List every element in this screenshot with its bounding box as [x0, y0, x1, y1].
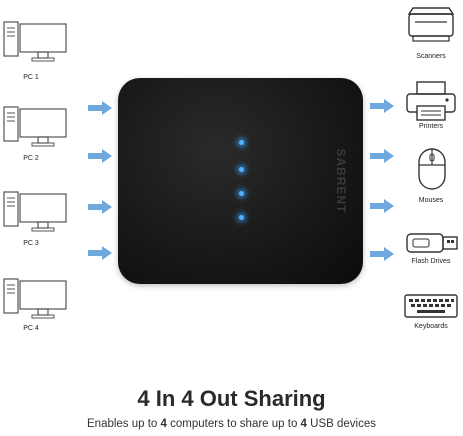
- tagline: Enables up to 4 computers to share up to…: [0, 418, 463, 430]
- output-arrow-icon: [370, 199, 394, 213]
- printer-icon: [406, 81, 456, 121]
- brand-logo: SABRENT: [334, 148, 348, 214]
- device-label: Flash Drives: [411, 258, 451, 265]
- status-led: [239, 167, 244, 172]
- pc-label: PC 3: [23, 240, 39, 247]
- tagline-number: 4: [300, 418, 307, 430]
- pc-label: PC 2: [23, 155, 39, 162]
- headline: 4 In 4 Out Sharing: [137, 386, 326, 411]
- device-label: Keyboards: [414, 323, 448, 330]
- status-led: [239, 215, 244, 220]
- device-label: Scanners: [416, 53, 446, 60]
- input-arrow-icon: [88, 101, 112, 115]
- pc-icon: [3, 21, 67, 62]
- pc-label: PC 4: [23, 325, 39, 332]
- status-led: [239, 191, 244, 196]
- output-arrow-icon: [370, 247, 394, 261]
- input-arrow-icon: [88, 246, 112, 260]
- keyboard-icon: [404, 294, 458, 318]
- tagline-text: Enables up to: [87, 418, 161, 430]
- device-label: Mouses: [418, 197, 444, 204]
- usb-switch-hub: SABRENT: [118, 78, 363, 284]
- pc-label: PC 1: [23, 74, 39, 81]
- device-label: Printers: [418, 123, 444, 130]
- input-arrow-icon: [88, 200, 112, 214]
- mouse-icon: [418, 148, 446, 190]
- input-arrow-icon: [88, 149, 112, 163]
- output-arrow-icon: [370, 149, 394, 163]
- pc-icon: [3, 278, 67, 319]
- tagline-text: computers to share up to: [166, 418, 301, 430]
- output-arrow-icon: [370, 99, 394, 113]
- flash-drive-icon: [406, 233, 458, 253]
- pc-icon: [3, 106, 67, 147]
- status-led: [239, 140, 244, 145]
- tagline-number: 4: [160, 418, 167, 430]
- tagline-text: USB devices: [306, 418, 376, 430]
- scanner-icon: [407, 7, 455, 42]
- pc-icon: [3, 191, 67, 232]
